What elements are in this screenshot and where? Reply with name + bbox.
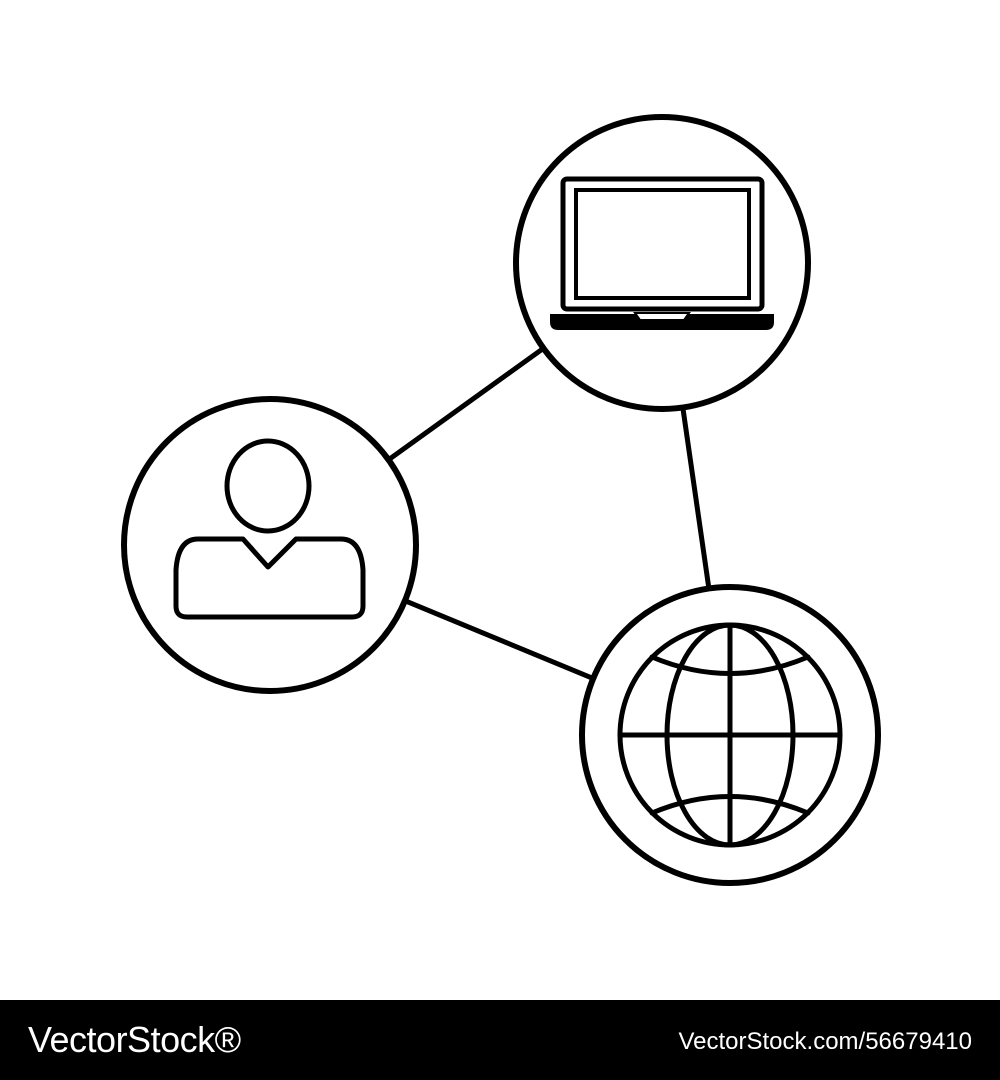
globe-icon (617, 622, 843, 848)
watermark-footer: VectorStock® VectorStock.com/56679410 (0, 1000, 1000, 1080)
laptop-node (513, 114, 811, 412)
user-icon (173, 438, 366, 620)
network-diagram (121, 114, 881, 886)
laptop-icon (550, 176, 774, 330)
footer-image-id: VectorStock.com/56679410 (678, 1028, 972, 1055)
globe-node (579, 584, 881, 886)
person-node (121, 396, 419, 694)
footer-brand-text: VectorStock® (28, 1019, 241, 1060)
